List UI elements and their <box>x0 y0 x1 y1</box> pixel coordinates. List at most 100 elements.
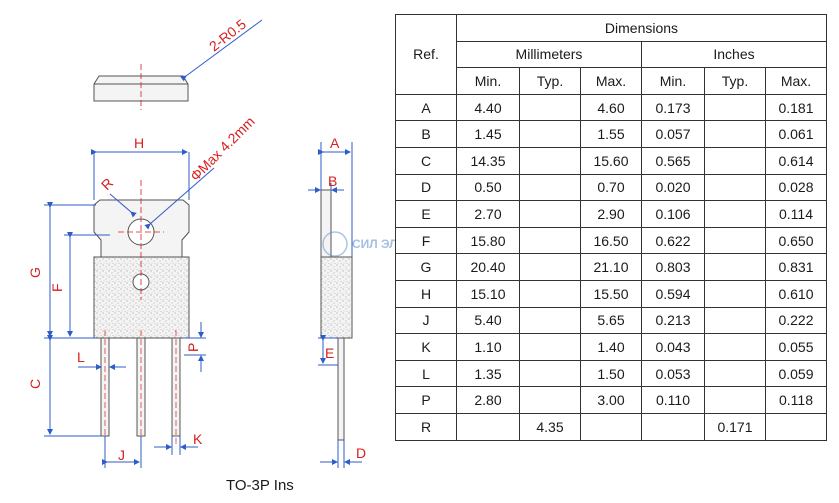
cell-mm-typ <box>519 120 581 148</box>
cell-ref: C <box>395 146 457 175</box>
cell-in-max: 0.055 <box>765 333 827 361</box>
cell-mm-max: 4.60 <box>580 93 642 122</box>
header-in-typ: Typ. <box>704 67 766 95</box>
cell-mm-max: 16.50 <box>580 226 642 255</box>
cell-mm-typ: 4.35 <box>519 412 581 441</box>
cell-in-min: 0.043 <box>641 333 705 361</box>
side-labels: A B E D <box>325 135 366 461</box>
header-millimeters: Millimeters <box>456 40 642 69</box>
label-P: P <box>185 343 201 352</box>
label-C: C <box>27 379 43 389</box>
cell-in-typ <box>704 146 766 175</box>
label-A: A <box>330 135 340 151</box>
label-R: R <box>98 175 116 193</box>
label-K: K <box>193 431 203 447</box>
cell-mm-min: 1.35 <box>456 359 520 388</box>
label-G: G <box>27 267 43 278</box>
cell-mm-min <box>456 412 520 441</box>
header-mm-typ: Typ. <box>519 67 581 95</box>
cell-in-min: 0.622 <box>641 226 705 255</box>
cell-mm-max: 15.60 <box>580 146 642 175</box>
cell-ref: L <box>395 359 457 388</box>
front-view <box>93 180 190 445</box>
cell-mm-min: 2.80 <box>456 386 520 414</box>
label-D: D <box>356 445 366 461</box>
header-row-1: Ref. Dimensions <box>395 14 827 95</box>
cell-in-max: 0.610 <box>765 279 827 308</box>
cell-mm-max: 21.10 <box>580 253 642 281</box>
cell-in-min: 0.057 <box>641 120 705 148</box>
cell-mm-typ <box>519 306 581 335</box>
label-B: B <box>328 173 337 189</box>
cell-in-min: 0.594 <box>641 279 705 308</box>
header-mm-min: Min. <box>456 67 520 95</box>
cell-in-min: 0.020 <box>641 173 705 202</box>
cell-in-typ <box>704 253 766 281</box>
cell-mm-min: 15.10 <box>456 279 520 308</box>
cell-in-min: 0.106 <box>641 200 705 228</box>
label-J: J <box>118 447 125 463</box>
cell-in-max: 0.650 <box>765 226 827 255</box>
cell-mm-max: 5.65 <box>580 306 642 335</box>
front-dimensions <box>44 149 215 468</box>
cell-in-max: 0.222 <box>765 306 827 335</box>
cell-in-typ <box>704 359 766 388</box>
cell-in-min: 0.173 <box>641 93 705 122</box>
cell-mm-typ <box>519 93 581 122</box>
cell-mm-max: 0.70 <box>580 173 642 202</box>
cell-mm-typ <box>519 279 581 308</box>
cell-in-max: 0.114 <box>765 200 827 228</box>
hole-note: ΦMax 4.2mm <box>187 113 258 184</box>
cell-mm-min: 4.40 <box>456 93 520 122</box>
cell-in-max: 0.118 <box>765 386 827 414</box>
cell-in-min: 0.110 <box>641 386 705 414</box>
radius-note: 2-R0.5 <box>206 16 249 55</box>
cell-mm-max: 1.55 <box>580 120 642 148</box>
cell-in-min: 0.565 <box>641 146 705 175</box>
cell-in-max <box>765 412 827 441</box>
cell-mm-typ <box>519 333 581 361</box>
cell-in-min: 0.053 <box>641 359 705 388</box>
side-dimensions <box>308 142 362 468</box>
label-H: H <box>134 135 144 151</box>
cell-ref: D <box>395 173 457 202</box>
cell-in-typ <box>704 279 766 308</box>
cell-ref: R <box>395 412 457 441</box>
watermark: СИЛ ЭЛЕКТРОНИКС <box>322 231 395 257</box>
cell-in-typ <box>704 226 766 255</box>
side-view <box>320 189 353 441</box>
cell-in-typ <box>704 93 766 122</box>
cell-ref: E <box>395 200 457 228</box>
cell-mm-min: 5.40 <box>456 306 520 335</box>
cell-mm-min: 1.10 <box>456 333 520 361</box>
label-F: F <box>49 283 65 292</box>
header-in-max: Max. <box>765 67 827 95</box>
cell-mm-min: 14.35 <box>456 146 520 175</box>
cell-mm-min: 15.80 <box>456 226 520 255</box>
cell-in-max: 0.614 <box>765 146 827 175</box>
package-caption: TO-3P Ins <box>226 477 294 494</box>
cell-in-typ <box>704 120 766 148</box>
header-in-min: Min. <box>641 67 705 95</box>
header-dimensions: Dimensions <box>456 14 827 42</box>
cell-in-typ <box>704 306 766 335</box>
cell-mm-min: 20.40 <box>456 253 520 281</box>
cell-mm-max: 3.00 <box>580 386 642 414</box>
cell-ref: G <box>395 253 457 281</box>
watermark-main: СИЛ ЭЛЕКТРОНИКС <box>352 237 395 251</box>
cell-in-max: 0.059 <box>765 359 827 388</box>
cell-in-typ <box>704 173 766 202</box>
cell-in-min: 0.803 <box>641 253 705 281</box>
cell-mm-typ <box>519 200 581 228</box>
cell-mm-typ <box>519 359 581 388</box>
